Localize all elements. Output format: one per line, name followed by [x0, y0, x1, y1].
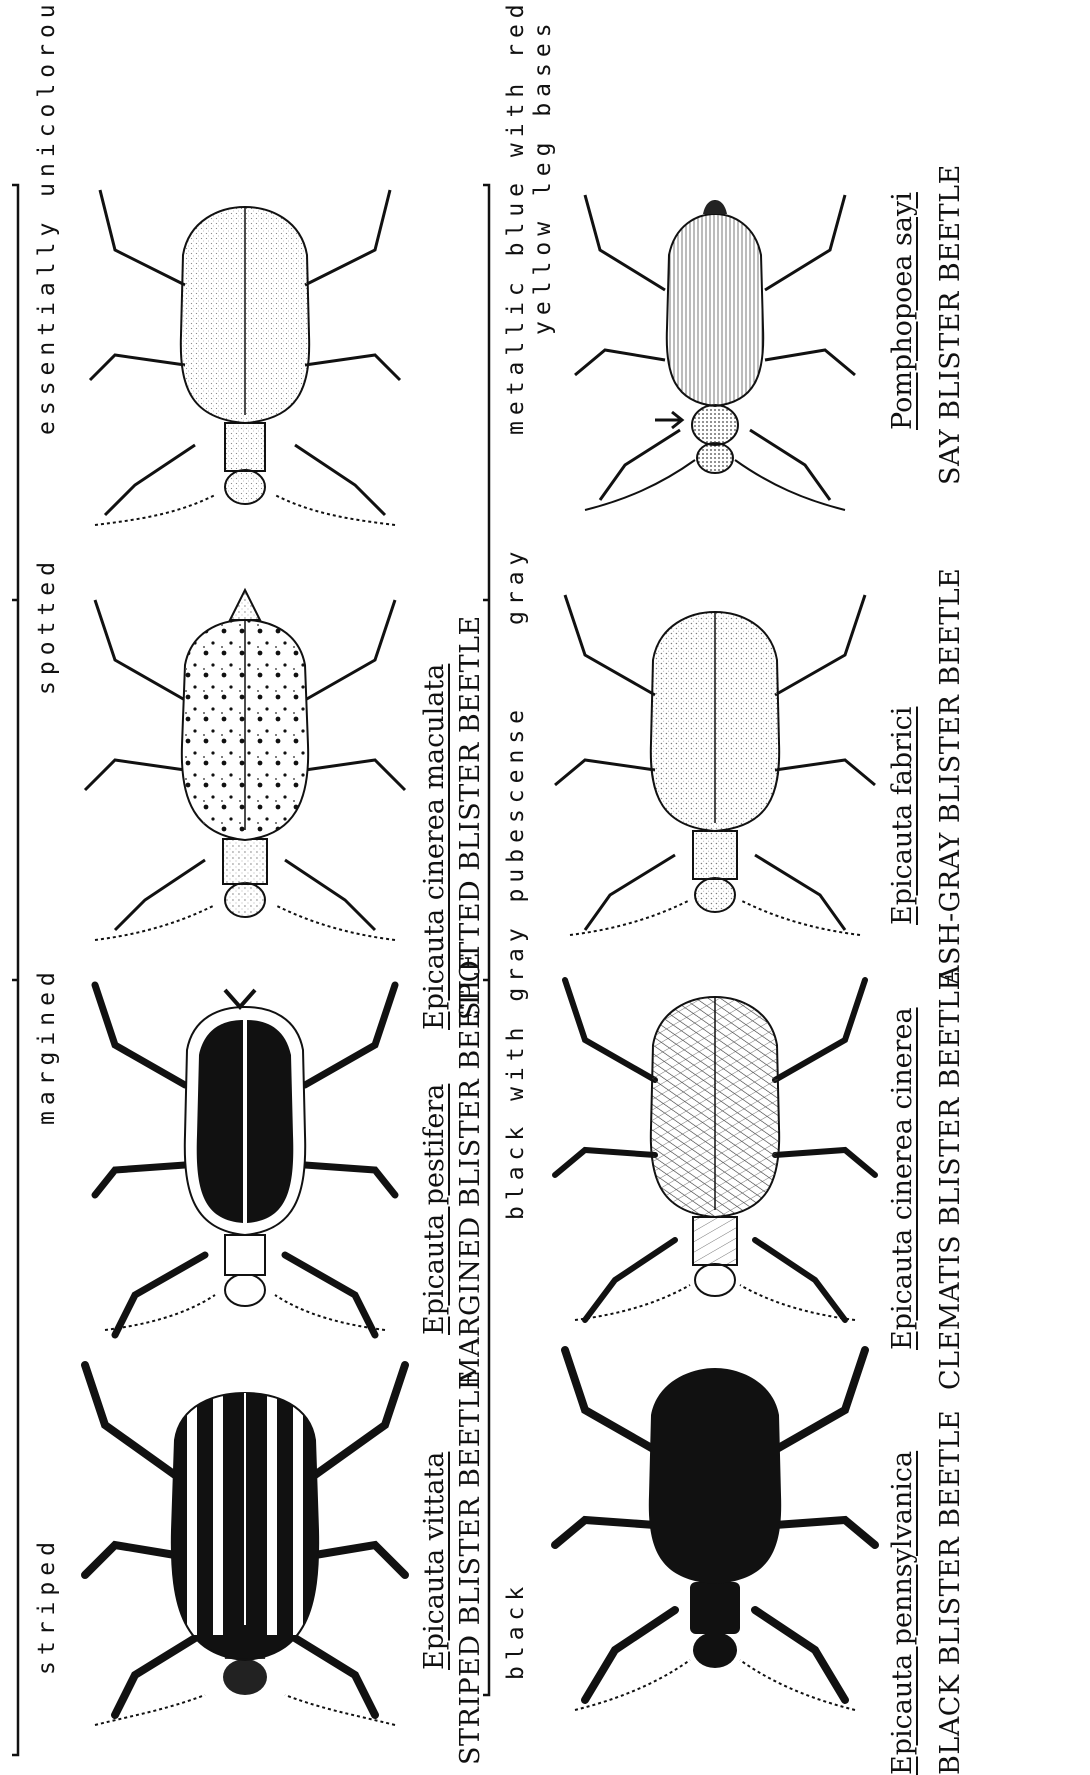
species-common-pennsylvanica: BLACK BLISTER BEETLE: [935, 1410, 966, 1775]
species-scientific-vittata: Epicauta vittata: [419, 1452, 450, 1670]
species-common-fabrici: ASH-GRAY BLISTER BEETLE: [935, 568, 966, 985]
species-scientific-cinerea: Epicauta cinerea cinerea: [887, 1007, 918, 1350]
beetle-illustration-cinerea: [545, 940, 885, 1380]
species-scientific-pennsylvanica: Epicauta pennsylvanica: [887, 1451, 918, 1775]
group-label-unicolorous: essentially unicolorous: [34, 0, 60, 435]
group-label-spotted: spotted: [34, 556, 60, 695]
species-common-vittata: STRIPED BLISTER BEETLE: [455, 1370, 486, 1765]
species-scientific-fabrici: Epicauta fabrici: [887, 707, 918, 925]
group-label-metallic-1: metallic blue with red-: [503, 0, 529, 435]
species-common-maculata: SPOTTED BLISTER BEETLE: [455, 615, 486, 1020]
beetle-illustration-fabrici: [545, 565, 885, 1005]
group-label-gray: gray: [503, 546, 529, 625]
beetle-illustration-sayi: [545, 140, 885, 580]
species-common-sayi: SAY BLISTER BEETLE: [935, 164, 966, 485]
group-label-black: black: [503, 1581, 529, 1680]
beetle-illustration-pestifera: [75, 945, 415, 1385]
beetle-illustration-unicolorous: [75, 155, 415, 595]
species-scientific-pestifera: Epicauta pestifera: [419, 1084, 450, 1335]
species-common-cinerea: CLEMATIS BLISTER BEETLE: [935, 970, 966, 1390]
group-label-striped: striped: [34, 1536, 60, 1675]
beetle-illustration-pennsylvanica: [545, 1320, 885, 1760]
top-bracket: [12, 185, 18, 1755]
species-scientific-sayi: Pomphopoea sayi: [887, 192, 918, 430]
beetle-illustration-maculata: [75, 570, 415, 1010]
species-scientific-maculata: Epicauta cinerea maculata: [419, 664, 450, 1030]
group-label-margined: margined: [34, 966, 60, 1125]
group-label-black-gray: black with gray pubescense: [503, 704, 529, 1220]
